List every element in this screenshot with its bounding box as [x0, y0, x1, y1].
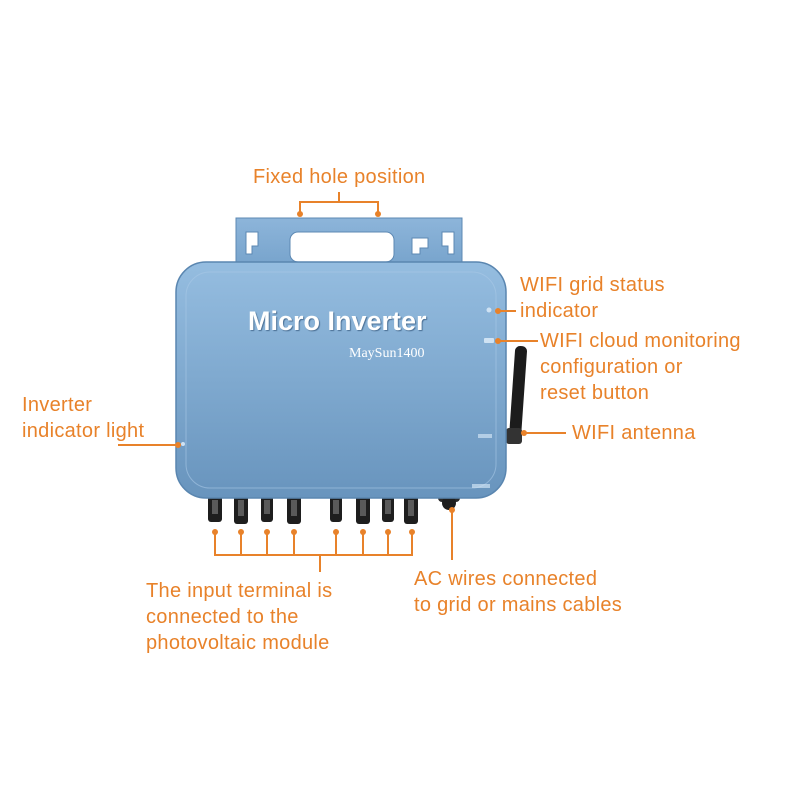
hole-slot-left — [245, 231, 259, 255]
connector-highlights — [212, 500, 414, 516]
label-wifi-grid-status-line2: indicator — [520, 300, 599, 322]
input-terminal-bracket — [214, 532, 413, 556]
label-wifi-cloud-line3: reset button — [540, 382, 650, 404]
label-input-terminal-line2: connected to the — [146, 606, 299, 628]
grid-status-led — [486, 307, 492, 313]
fixed-hole-leader — [299, 201, 379, 214]
label-wifi-antenna: WIFI antenna — [572, 422, 696, 444]
wifi-antenna — [506, 346, 527, 444]
label-wifi-cloud-line1: WIFI cloud monitoring — [540, 330, 741, 352]
hole-slot-right — [441, 231, 455, 255]
label-inverter-light-line2: indicator light — [22, 420, 145, 442]
label-fixed-hole-position: Fixed hole position — [253, 166, 426, 188]
handle-slot — [289, 231, 395, 263]
label-input-terminal-line3: photovoltaic module — [146, 632, 330, 654]
reset-button[interactable] — [484, 338, 494, 343]
ac-port-marking — [472, 484, 490, 488]
label-input-terminal-line1: The input terminal is — [146, 580, 333, 602]
inverter-indicator-led — [181, 442, 185, 446]
label-ac-wires-line1: AC wires connected — [414, 568, 598, 590]
label-inverter-light-line1: Inverter — [22, 394, 93, 416]
label-wifi-grid-status-line1: WIFI grid status — [520, 274, 665, 296]
hole-slot-mid — [411, 237, 429, 255]
label-wifi-cloud-line2: configuration or — [540, 356, 683, 378]
callout-lines — [118, 192, 566, 572]
device-model: MaySun1400 — [349, 346, 425, 361]
callout-dots — [175, 211, 527, 535]
inverter-body — [175, 261, 507, 499]
antenna-port-marking — [478, 434, 492, 438]
label-ac-wires-line2: to grid or mains cables — [414, 594, 623, 616]
device-title: Micro Inverter — [248, 306, 427, 336]
